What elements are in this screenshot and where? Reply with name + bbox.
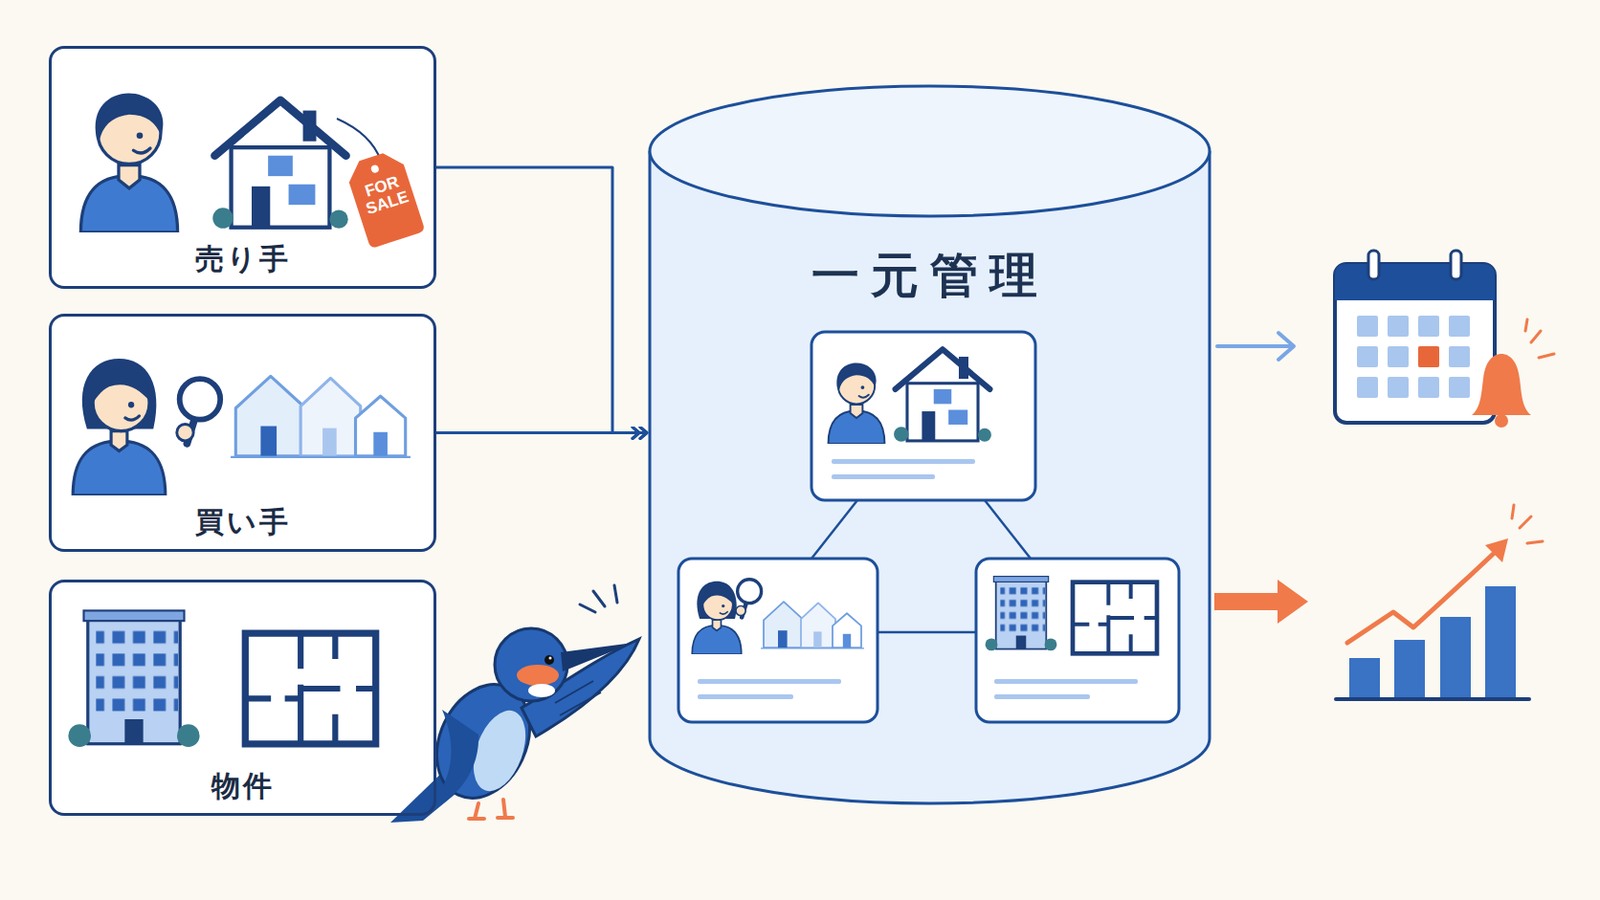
houses-icon: [230, 376, 411, 458]
flow-connector: [436, 167, 648, 434]
buyer-figure: [72, 358, 166, 496]
database-cylinder: 一元管理: [647, 84, 1212, 806]
growth-output: [1214, 505, 1543, 700]
house-icon: [212, 100, 348, 229]
cylinder-outline: [647, 84, 1212, 806]
category-label: 物件: [211, 769, 275, 804]
property-illustration: [67, 610, 376, 748]
sale-tag: [343, 148, 425, 249]
buyer-illustration: [72, 358, 411, 496]
category-label: 売り手: [195, 242, 291, 277]
seller-illustration: [80, 93, 425, 249]
kingfisher-mascot: [390, 585, 640, 823]
magnifier-icon: [177, 378, 221, 445]
connector-layer: [436, 167, 648, 434]
schedule-output: [1217, 250, 1555, 428]
box-grounds: [48, 45, 437, 817]
seller-box: 売り手: [48, 45, 437, 289]
linked-records-illustration: [649, 86, 1210, 804]
flow-connector: [436, 431, 648, 435]
store-title: 一元管理: [811, 246, 1049, 305]
buyer-box: 買い手: [48, 313, 437, 553]
category-label: 買い手: [195, 505, 291, 540]
floor-plan-icon: [244, 633, 376, 745]
building-icon: [67, 610, 200, 748]
property-box: 物件: [48, 579, 437, 817]
seller-figure: [80, 93, 178, 233]
